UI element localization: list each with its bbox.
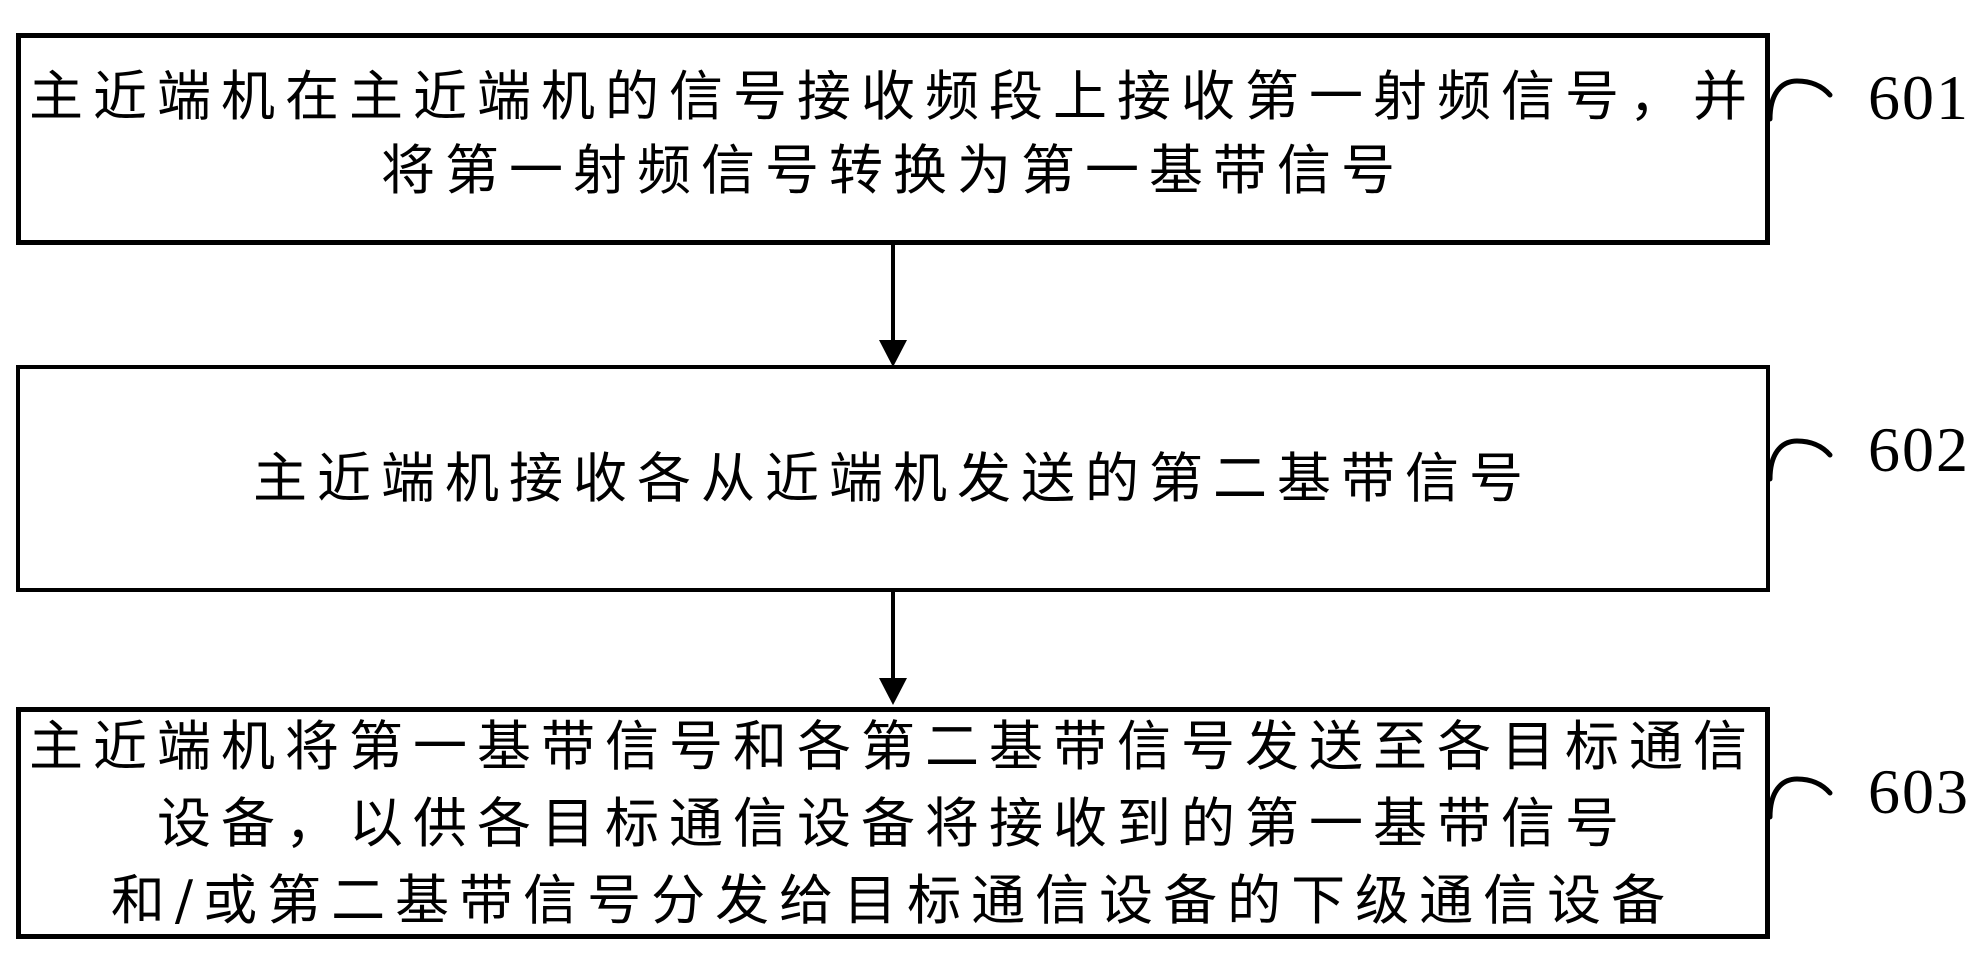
- step-601-text-line-2: 将第一射频信号转换为第一基带信号: [381, 139, 1405, 202]
- reference-leader-squiggle-601: [1767, 78, 1833, 122]
- arrow-shaft: [891, 590, 895, 680]
- step-603-text-line-1: 主近端机将第一基带信号和各第二基带信号发送至各目标通信: [29, 714, 1757, 778]
- step-box-603: 主近端机将第一基带信号和各第二基带信号发送至各目标通信 设备，以供各目标通信设备…: [16, 707, 1770, 939]
- reference-number-601: 601: [1868, 62, 1970, 133]
- reference-leader-squiggle-602: [1767, 438, 1833, 482]
- arrow-head-icon: [879, 340, 907, 367]
- arrow-head-icon: [879, 678, 907, 705]
- reference-number-602: 602: [1868, 414, 1970, 485]
- arrow-shaft: [891, 242, 895, 342]
- step-602-text-line-1: 主近端机接收各从近端机发送的第二基带信号: [253, 446, 1533, 510]
- arrow-602-to-603: [879, 590, 907, 705]
- step-603-text-line-3: 和/或第二基带信号分发给目标通信设备的下级通信设备: [110, 868, 1676, 932]
- arrow-601-to-602: [879, 242, 907, 367]
- step-601-text-line-1: 主近端机在主近端机的信号接收频段上接收第一射频信号，并: [29, 65, 1757, 128]
- step-603-text-line-2: 设备，以供各目标通信设备将接收到的第一基带信号: [157, 791, 1629, 855]
- reference-leader-squiggle-603: [1767, 776, 1833, 820]
- step-box-601: 主近端机在主近端机的信号接收频段上接收第一射频信号，并 将第一射频信号转换为第一…: [16, 33, 1770, 245]
- reference-number-603: 603: [1868, 756, 1970, 827]
- step-box-602: 主近端机接收各从近端机发送的第二基带信号: [16, 365, 1770, 592]
